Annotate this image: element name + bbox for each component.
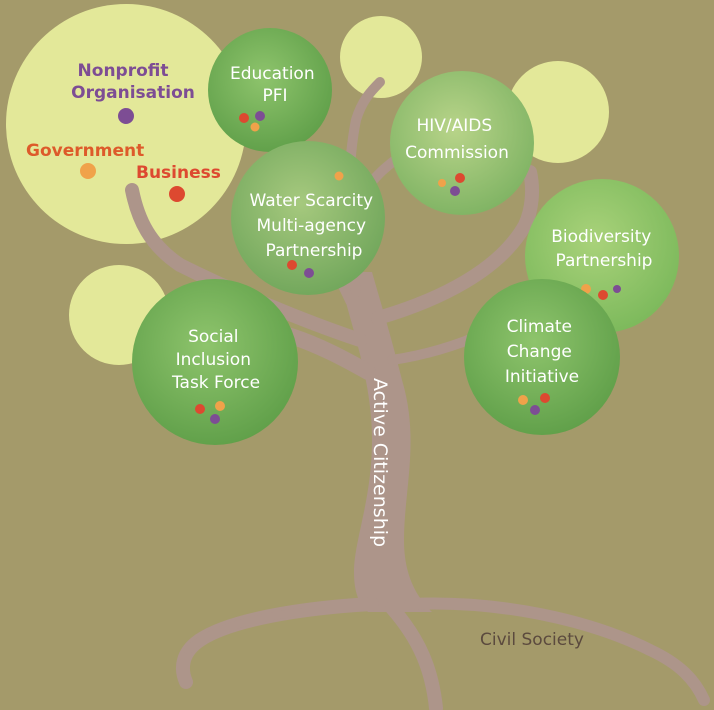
leaf-water-line-2: Multi-agency	[257, 216, 367, 236]
leaf-biodiversity-line-2: Partnership	[556, 251, 653, 271]
leaf-climate-line-1: Climate	[507, 317, 572, 337]
leaf-water-circle	[231, 141, 385, 295]
leaf-social: Social Inclusion Task Force	[132, 279, 298, 445]
trunk-label: Active Citizenship	[369, 378, 391, 547]
leaf-social-line-1: Social	[188, 327, 238, 347]
leaf-water-dot-nonprofit	[304, 268, 314, 278]
leaf-education-label: Education PFI	[230, 64, 320, 106]
leaf-climate-line-2: Change	[507, 342, 572, 362]
branch-right-long	[371, 165, 540, 325]
legend-business-dot	[167, 184, 187, 204]
legend-nonprofit-label: Nonprofit Organisation	[71, 61, 195, 103]
leaf-climate-circle	[464, 279, 620, 435]
leaf-hiv-line-2: Commission	[405, 143, 509, 163]
legend-government-label: Government	[26, 141, 144, 161]
leaf-hiv-label: HIV/AIDS Commission	[405, 116, 509, 163]
leaf-social-line-2: Inclusion	[176, 350, 251, 370]
leaf-water-line-3: Partnership	[266, 241, 363, 261]
leaf-education-circle	[208, 28, 332, 152]
leaf-hiv: HIV/AIDS Commission	[390, 71, 534, 215]
leaf-social-dot-government	[215, 401, 225, 411]
legend-government-dot	[78, 161, 98, 181]
leaf-hiv-dot-nonprofit	[450, 186, 460, 196]
leaf-social-dot-business	[195, 404, 205, 414]
leaf-social-dot-nonprofit	[210, 414, 220, 424]
root-right	[404, 597, 710, 706]
leaf-climate: Climate Change Initiative	[464, 279, 620, 435]
leaf-education: Education PFI	[208, 28, 332, 152]
leaf-biodiversity-dot-business	[598, 290, 608, 300]
leaf-social-label: Social Inclusion Task Force	[171, 327, 260, 393]
leaf-hiv-line-1: HIV/AIDS	[416, 116, 492, 136]
leaf-education-line-1: Education	[230, 64, 315, 84]
legend-nonprofit-line-2: Organisation	[71, 83, 195, 103]
leaf-top-small	[340, 16, 422, 98]
leaf-social-circle	[132, 279, 298, 445]
leaf-social-line-3: Task Force	[171, 373, 260, 393]
leaf-hiv-dot-business	[455, 173, 465, 183]
root-middle	[385, 601, 443, 710]
trunk	[338, 272, 432, 612]
leaf-climate-line-3: Initiative	[505, 367, 579, 387]
legend-nonprofit-dot	[116, 106, 136, 126]
leaf-water-label: Water Scarcity Multi-agency Partnership	[249, 191, 378, 261]
leaf-hiv-dot-government	[438, 179, 446, 187]
leaf-water-dot-business	[287, 260, 297, 270]
legend: Nonprofit Organisation Government Busine…	[26, 61, 221, 204]
leaf-climate-dot-nonprofit	[530, 405, 540, 415]
leaf-biodiversity-dot-nonprofit	[613, 285, 621, 293]
leaf-education-dot-government	[250, 122, 260, 132]
leaf-biodiversity-label: Biodiversity Partnership	[551, 227, 657, 271]
leaf-hiv-circle	[390, 71, 534, 215]
legend-business-label: Business	[136, 163, 221, 183]
leaf-water: Water Scarcity Multi-agency Partnership	[231, 141, 385, 295]
leaf-climate-label: Climate Change Initiative	[505, 317, 579, 387]
leaf-education-dot-business	[239, 113, 249, 123]
leaf-climate-dot-business	[540, 393, 550, 403]
root-left-thin	[184, 608, 304, 654]
legend-nonprofit-line-1: Nonprofit	[78, 61, 169, 81]
leaf-water-dot-government	[334, 171, 344, 181]
root-label: Civil Society	[480, 630, 584, 650]
leaf-climate-dot-government	[518, 395, 528, 405]
leaf-water-line-1: Water Scarcity	[249, 191, 373, 211]
branch-left-long	[125, 183, 367, 347]
leaf-education-dot-nonprofit	[255, 111, 265, 121]
leaf-education-line-2: PFI	[262, 86, 287, 106]
leaf-biodiversity-line-1: Biodiversity	[551, 227, 651, 247]
